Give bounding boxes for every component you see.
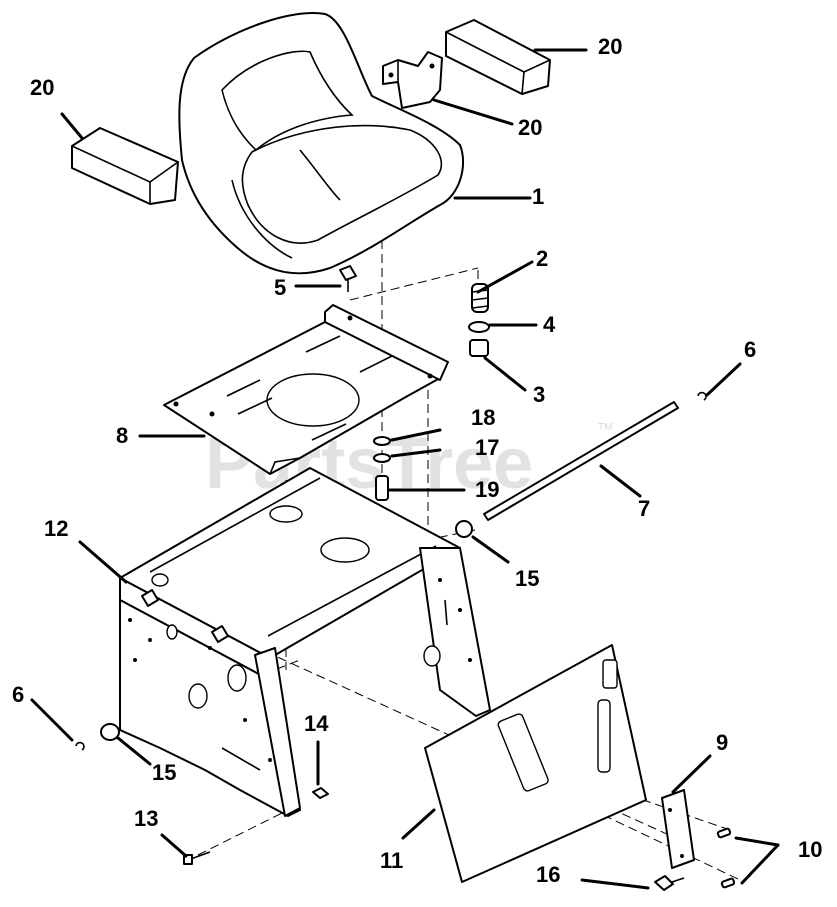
bolt-16 [654, 875, 685, 891]
callout-18: 18 [471, 405, 495, 430]
callout-12: 12 [44, 516, 68, 541]
seat-pad-right [445, 19, 551, 95]
callout-10: 10 [798, 837, 822, 862]
callout-16: 16 [536, 862, 560, 887]
callout-8: 8 [116, 423, 128, 448]
callout-15-right: 15 [515, 566, 539, 591]
callout-19: 19 [475, 477, 499, 502]
callout-9: 9 [716, 730, 728, 755]
callout-20-top-right: 20 [598, 34, 622, 59]
bolt-13 [183, 851, 211, 865]
callout-13: 13 [134, 806, 158, 831]
hardware [75, 265, 736, 891]
rod-7 [483, 401, 679, 521]
seat-pan [163, 304, 449, 475]
bolt-19 [375, 475, 389, 501]
clip-6a [697, 391, 707, 401]
callout-5: 5 [274, 275, 286, 300]
callout-11: 11 [380, 848, 403, 873]
leader-lines [30, 48, 780, 890]
bushing-15a [455, 520, 473, 538]
spring-2 [471, 283, 489, 313]
callout-2: 2 [536, 246, 548, 271]
callout-4: 4 [543, 312, 556, 337]
callout-6-left: 6 [12, 682, 24, 707]
callout-20-bracket: 20 [518, 115, 542, 140]
washer-17 [373, 453, 391, 463]
callout-15-left: 15 [152, 760, 176, 785]
washer-18 [373, 436, 391, 446]
bolt-5 [339, 265, 357, 292]
callout-6-top: 6 [744, 337, 756, 362]
spacer-3 [469, 339, 489, 357]
callout-labels: 1 2 3 4 5 6 7 8 9 10 11 12 13 14 15 15 1… [12, 34, 822, 887]
callout-17: 17 [475, 435, 499, 460]
clip-6b [75, 741, 85, 751]
washer-4 [468, 321, 490, 333]
bushing-15b [100, 723, 120, 741]
seat [178, 12, 465, 275]
bracket-plate [661, 789, 695, 869]
screws-10 [716, 827, 736, 889]
nut-14 [312, 787, 329, 799]
callout-1: 1 [532, 184, 544, 209]
seat-pad-left [71, 127, 179, 205]
frame [119, 467, 491, 817]
rear-panel [424, 644, 647, 883]
seat-bracket [382, 51, 443, 109]
callout-20-left: 20 [30, 75, 54, 100]
callout-14: 14 [304, 711, 329, 736]
callout-7: 7 [638, 496, 650, 521]
watermark-trademark: TM [598, 422, 612, 433]
callout-3: 3 [533, 382, 545, 407]
